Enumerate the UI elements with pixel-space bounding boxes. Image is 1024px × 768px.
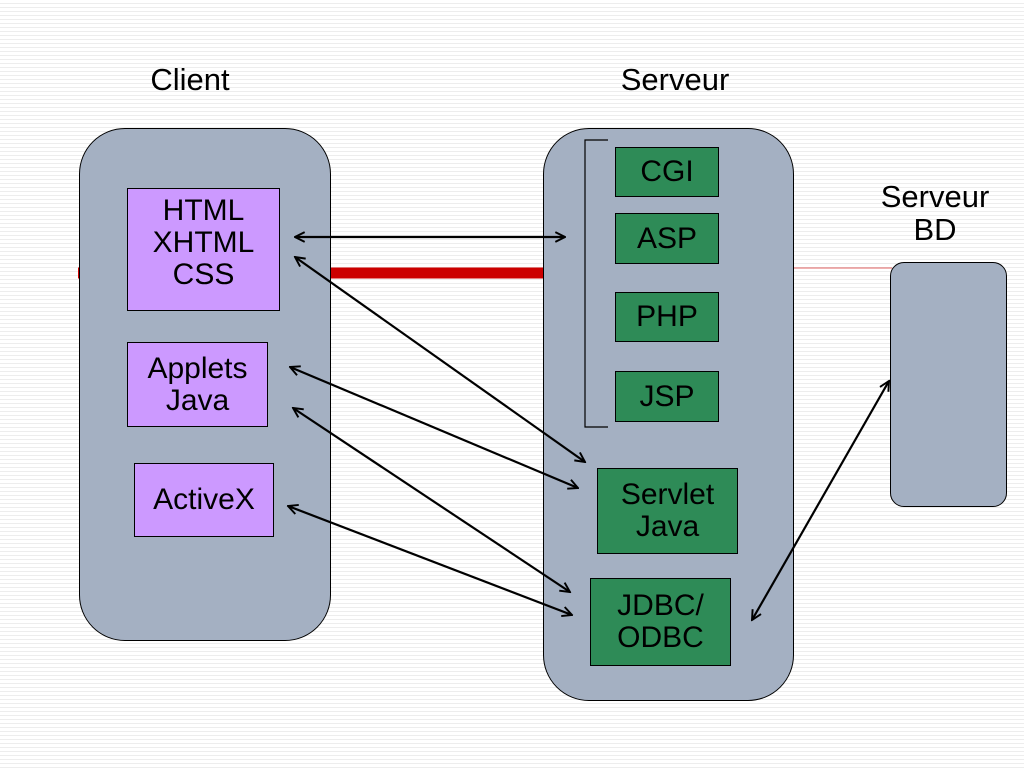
activex-box: ActiveX: [134, 463, 274, 537]
servlet-java-box: Servlet Java: [597, 468, 738, 554]
applets-java-box: Applets Java: [127, 342, 268, 427]
arrow-html-to-servlet: [295, 257, 585, 462]
css-label: CSS: [172, 258, 235, 291]
db-server-heading: Serveur BD: [870, 180, 1000, 246]
client-heading: Client: [150, 62, 230, 97]
server-heading: Serveur: [620, 62, 730, 97]
db-server-panel: [890, 262, 1007, 507]
db-server-heading-line-2: BD: [913, 212, 957, 247]
xhtml-label: XHTML: [152, 226, 255, 259]
html-label: HTML: [162, 194, 245, 227]
asp-box: ASP: [615, 213, 719, 264]
cgi-box: CGI: [615, 147, 719, 197]
asp-label: ASP: [636, 221, 698, 255]
cgi-label: CGI: [640, 155, 694, 188]
servlet-java-label: Java: [635, 510, 700, 543]
arrow-applets-to-jdbc: [293, 408, 570, 592]
jsp-box: JSP: [615, 371, 719, 422]
html-xhtml-css-box: HTML XHTML CSS: [127, 188, 280, 311]
java-label: Java: [165, 383, 230, 417]
odbc-label: ODBC: [617, 621, 704, 654]
arrow-applets-to-servlet: [290, 367, 578, 488]
php-label: PHP: [636, 300, 698, 333]
applets-label: Applets: [147, 351, 248, 385]
activex-label: ActiveX: [153, 483, 255, 516]
servlet-label: Servlet: [620, 478, 715, 511]
jdbc-odbc-box: JDBC/ ODBC: [590, 578, 731, 666]
db-server-heading-line-1: Serveur: [880, 179, 990, 214]
jdbc-label: JDBC/: [617, 589, 704, 622]
jsp-label: JSP: [639, 379, 695, 413]
php-box: PHP: [615, 292, 719, 342]
